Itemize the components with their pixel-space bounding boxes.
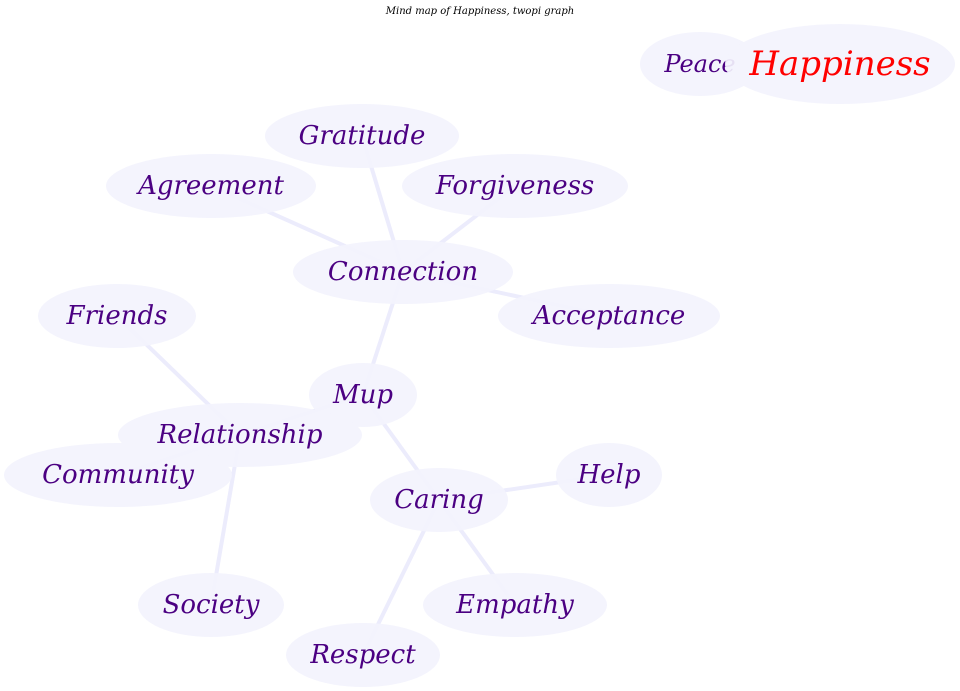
node-ellipse: [106, 154, 316, 218]
node-peace[interactable]: Peace: [640, 32, 760, 96]
node-label: Connection: [328, 257, 478, 287]
node-label: Acceptance: [531, 301, 686, 331]
node-help[interactable]: Help: [556, 443, 662, 507]
node-label: Mup: [332, 380, 393, 410]
node-ellipse: [38, 284, 196, 348]
node-ellipse: [370, 468, 508, 532]
node-label: Agreement: [136, 171, 284, 201]
node-connection[interactable]: Connection: [293, 240, 513, 304]
node-agreement[interactable]: Agreement: [106, 154, 316, 218]
node-label: Society: [163, 590, 260, 620]
node-label: Empathy: [455, 590, 574, 620]
node-ellipse: [556, 443, 662, 507]
node-ellipse: [309, 363, 417, 427]
node-respect[interactable]: Respect: [286, 623, 440, 687]
node-community[interactable]: Community: [4, 443, 232, 507]
node-friends[interactable]: Friends: [38, 284, 196, 348]
node-ellipse: [725, 24, 955, 104]
node-ellipse: [402, 154, 628, 218]
node-label: Community: [42, 460, 194, 490]
node-forgiveness[interactable]: Forgiveness: [402, 154, 628, 218]
node-ellipse: [640, 32, 760, 96]
node-ellipse: [4, 443, 232, 507]
node-label: Peace: [663, 50, 735, 78]
node-happiness[interactable]: Happiness: [725, 24, 955, 104]
node-ellipse: [265, 104, 459, 168]
node-label: Gratitude: [299, 121, 426, 151]
node-ellipse: [423, 573, 607, 637]
node-label: Forgiveness: [435, 171, 595, 201]
node-label: Friends: [66, 301, 168, 331]
node-acceptance[interactable]: Acceptance: [498, 284, 720, 348]
node-mup[interactable]: Mup: [309, 363, 417, 427]
node-gratitude[interactable]: Gratitude: [265, 104, 459, 168]
node-caring[interactable]: Caring: [370, 468, 508, 532]
node-ellipse: [138, 573, 284, 637]
node-label: Caring: [394, 485, 484, 515]
node-ellipse: [498, 284, 720, 348]
node-label: Help: [576, 460, 640, 490]
node-ellipse: [286, 623, 440, 687]
node-label: Happiness: [748, 44, 930, 84]
node-empathy[interactable]: Empathy: [423, 573, 607, 637]
node-label: Respect: [309, 640, 416, 670]
node-society[interactable]: Society: [138, 573, 284, 637]
node-label: Relationship: [157, 420, 323, 450]
node-ellipse: [293, 240, 513, 304]
diagram-title: Mind map of Happiness, twopi graph: [385, 6, 575, 17]
